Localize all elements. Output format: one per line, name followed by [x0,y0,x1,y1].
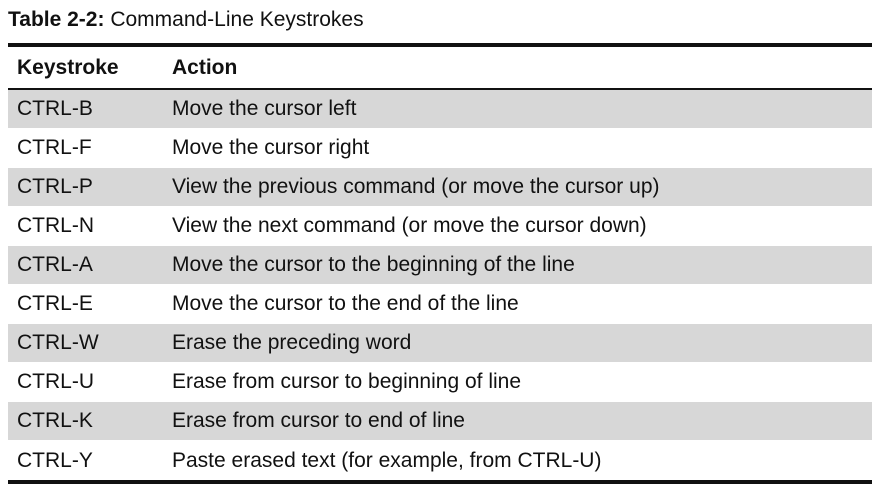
keystroke-cell: CTRL-B [17,97,93,120]
table-row: CTRL-W Erase the preceding word [8,324,872,363]
table-row: CTRL-B Move the cursor left [8,90,872,129]
column-header-action: Action [172,55,238,79]
column-header-keystroke: Keystroke [17,55,119,79]
table-caption-label: Table 2-2: [8,8,105,31]
keystroke-cell: CTRL-W [17,331,99,354]
table-row: CTRL-K Erase from cursor to end of line [8,402,872,441]
table-row: CTRL-F Move the cursor right [8,129,872,168]
table-caption: Table 2-2: Command-Line Keystrokes [8,6,364,34]
table-row: CTRL-A Move the cursor to the beginning … [8,246,872,285]
table-row: CTRL-E Move the cursor to the end of the… [8,285,872,324]
action-cell: View the previous command (or move the c… [172,175,660,198]
table-row: CTRL-U Erase from cursor to beginning of… [8,363,872,402]
keystroke-cell: CTRL-E [17,292,93,315]
keystroke-cell: CTRL-A [17,253,93,276]
keystroke-cell: CTRL-N [17,214,94,237]
action-cell: Erase from cursor to end of line [172,409,465,432]
action-cell: Move the cursor to the beginning of the … [172,253,575,276]
action-cell: Move the cursor left [172,97,357,120]
table-row: CTRL-N View the next command (or move th… [8,207,872,246]
keystroke-cell: CTRL-P [17,175,93,198]
keystroke-cell: CTRL-K [17,409,93,432]
keystroke-cell: CTRL-F [17,136,92,159]
table-row: CTRL-P View the previous command (or mov… [8,168,872,207]
action-cell: Paste erased text (for example, from CTR… [172,448,602,472]
action-cell: Erase the preceding word [172,331,412,354]
table-row: CTRL-Y Paste erased text (for example, f… [8,441,872,480]
keystroke-cell: CTRL-Y [17,448,93,472]
keystrokes-table: Keystroke Action CTRL-B Move the cursor … [8,43,872,484]
action-cell: Move the cursor right [172,136,370,159]
table-caption-title: Command-Line Keystrokes [110,8,364,31]
keystroke-cell: CTRL-U [17,370,94,393]
action-cell: Erase from cursor to beginning of line [172,370,522,393]
action-cell: View the next command (or move the curso… [172,214,647,237]
action-cell: Move the cursor to the end of the line [172,292,519,315]
table-header-row: Keystroke Action [8,47,872,90]
